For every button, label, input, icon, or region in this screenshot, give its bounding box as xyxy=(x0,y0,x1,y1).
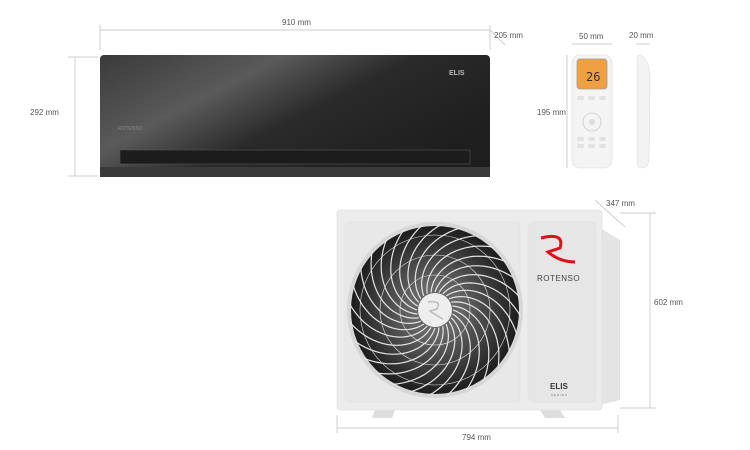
grille-spoke xyxy=(348,302,428,338)
grille-spoke xyxy=(442,282,522,318)
grille-spoke xyxy=(376,326,444,375)
grille-ring xyxy=(359,234,511,386)
grille-spoke xyxy=(448,295,510,354)
grille-spoke xyxy=(391,323,450,385)
remote-display: 26 xyxy=(586,70,600,84)
grille-spoke xyxy=(349,322,432,346)
grille-spoke xyxy=(452,305,490,382)
indoor-height-label: 292 mm xyxy=(30,108,59,117)
grille-spoke xyxy=(447,313,471,396)
grille-spoke xyxy=(452,309,480,391)
grille-spoke xyxy=(434,265,516,293)
outdoor-height-label: 602 mm xyxy=(654,298,683,307)
grille-spoke xyxy=(427,317,463,397)
outdoor-width-label: 794 mm xyxy=(462,433,491,442)
grille-spoke xyxy=(380,238,418,315)
grille-spoke xyxy=(426,245,494,294)
outdoor-unit: ROTENSO ELIS SERIES xyxy=(336,209,620,418)
series-sub: SERIES xyxy=(551,393,568,397)
grille-spoke xyxy=(430,255,507,293)
fan-grille xyxy=(348,223,522,397)
grille-ring xyxy=(379,254,491,366)
grille-spoke xyxy=(414,227,461,300)
grille-spoke xyxy=(407,223,443,303)
dimension-lines xyxy=(68,25,656,433)
remote-front: 26 xyxy=(571,54,613,169)
grille-spoke xyxy=(370,251,419,319)
grille-ring xyxy=(399,274,471,346)
remote-depth-label: 20 mm xyxy=(629,31,654,40)
outdoor-series: ELIS xyxy=(550,382,568,391)
brand-logo-icon xyxy=(540,234,576,264)
indoor-logo: ELIS xyxy=(449,70,465,77)
remote-height-label: 195 mm xyxy=(537,108,566,117)
grille-spoke xyxy=(352,284,425,331)
indoor-depth-label: 205 mm xyxy=(494,31,523,40)
outdoor-brand: ROTENSO xyxy=(537,274,580,283)
grille-spoke xyxy=(399,224,423,307)
grille-spoke xyxy=(451,301,500,369)
grille-spoke xyxy=(438,274,521,298)
outdoor-depth-label: 347 mm xyxy=(606,199,635,208)
grille-spoke xyxy=(409,320,456,393)
grille-spoke xyxy=(420,235,479,297)
grille-spoke xyxy=(354,327,436,355)
grille-spoke xyxy=(360,266,422,325)
indoor-brand: ROTENSO xyxy=(118,126,143,132)
grille-spoke xyxy=(445,289,518,336)
indoor-width-label: 910 mm xyxy=(282,18,311,27)
remote-width-label: 50 mm xyxy=(579,32,604,41)
grille-spoke xyxy=(363,327,440,365)
remote-side xyxy=(636,54,651,169)
indoor-unit: ELIS ROTENSO xyxy=(100,55,490,177)
grille-spoke xyxy=(390,229,418,311)
